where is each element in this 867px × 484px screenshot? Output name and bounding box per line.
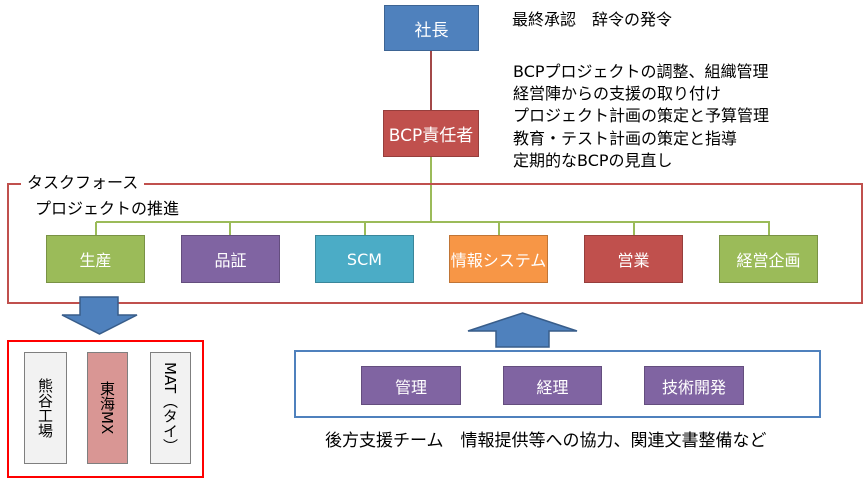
connector-drop bbox=[498, 222, 500, 235]
site-tokai-mx: 東海MX bbox=[87, 352, 128, 464]
president-role-text: 最終承認 辞令の発令 bbox=[512, 10, 673, 29]
connector-bcp-taskforce bbox=[430, 157, 432, 223]
bcp-manager-box: BCP責任者 bbox=[383, 110, 479, 157]
support-accounting: 経理 bbox=[503, 366, 602, 405]
dept-production: 生産 bbox=[46, 235, 145, 283]
support-admin: 管理 bbox=[361, 366, 461, 405]
connector-drop bbox=[95, 222, 97, 235]
connector-drop bbox=[633, 222, 635, 235]
support-team-description: 後方支援チーム 情報提供等への協力、関連文書整備など bbox=[325, 431, 767, 451]
taskforce-title: タスクフォース bbox=[21, 172, 145, 194]
connector-departments-bus bbox=[96, 221, 770, 223]
down-arrow-to-sites bbox=[61, 296, 138, 335]
sites-frame bbox=[7, 340, 204, 478]
taskforce-subtitle: プロジェクトの推進 bbox=[35, 199, 180, 218]
duty-item: 教育・テスト計画の策定と指導 bbox=[513, 128, 738, 148]
support-engineering: 技術開発 bbox=[644, 366, 744, 405]
dept-planning: 経営企画 bbox=[719, 235, 818, 283]
president-box: 社長 bbox=[384, 5, 479, 51]
duty-item: 定期的なBCPの見直し bbox=[513, 150, 673, 170]
dept-sales: 営業 bbox=[584, 235, 683, 283]
connector-drop bbox=[229, 222, 231, 235]
dept-it: 情報システム bbox=[449, 235, 548, 283]
taskforce-frame bbox=[7, 183, 863, 304]
duty-item: BCPプロジェクトの調整、組織管理 bbox=[513, 62, 769, 81]
dept-quality: 品証 bbox=[181, 235, 280, 283]
support-team-frame bbox=[294, 350, 821, 418]
dept-scm: SCM bbox=[315, 235, 414, 283]
duty-item: プロジェクト計画の策定と予算管理 bbox=[513, 106, 770, 126]
connector-drop bbox=[768, 222, 770, 235]
site-kumagaya: 熊谷工場 bbox=[24, 352, 67, 464]
duty-item: 経営陣からの支援の取り付け bbox=[513, 84, 722, 104]
connector-president-bcp bbox=[430, 51, 432, 110]
connector-drop bbox=[364, 222, 366, 235]
up-arrow-from-support bbox=[467, 312, 578, 348]
site-mat-thailand: MAT（タイ） bbox=[150, 352, 191, 464]
bcp-duties-list: BCPプロジェクトの調整、組織管理 経営陣からの支援の取り付け プロジェクト計画… bbox=[513, 61, 769, 172]
